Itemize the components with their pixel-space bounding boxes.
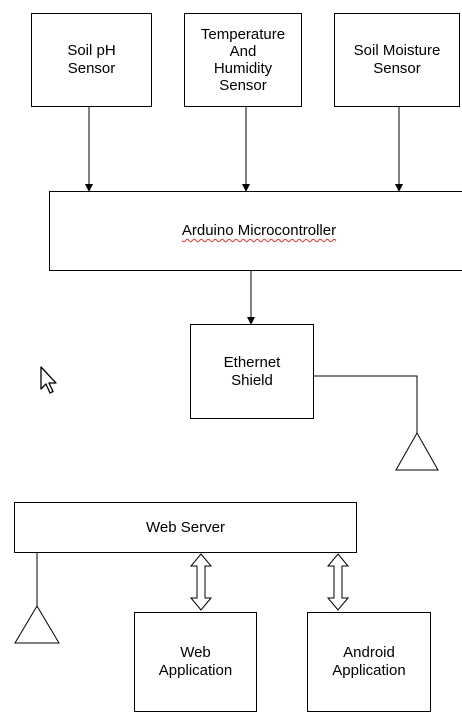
- web-server-box: Web Server: [14, 502, 357, 553]
- soil-moisture-sensor-label: Soil Moisture Sensor: [353, 42, 441, 77]
- double-arrow-server-web-app: [189, 553, 213, 611]
- ethernet-shield-label: Ethernet Shield: [223, 353, 281, 389]
- soil-ph-sensor-label: Soil pH Sensor: [67, 42, 116, 77]
- web-server-label: Web Server: [146, 518, 225, 536]
- ethernet-shield-box: Ethernet Shield: [190, 324, 314, 419]
- double-arrow-server-android-app: [326, 553, 350, 611]
- temp-humidity-sensor-box: Temperature And Humidity Sensor: [184, 13, 302, 107]
- arduino-box: Arduino Microcontroller: [49, 191, 462, 271]
- soil-moisture-sensor-box: Soil Moisture Sensor: [334, 13, 460, 107]
- server-antenna-icon: [14, 605, 60, 644]
- web-application-label: Web Application: [158, 644, 233, 679]
- android-application-label: Android Application: [332, 644, 406, 679]
- ethernet-antenna-icon: [395, 431, 439, 471]
- mouse-pointer-icon: [40, 366, 57, 394]
- arduino-label: Arduino Microcontroller: [181, 222, 337, 239]
- web-application-box: Web Application: [134, 612, 257, 712]
- android-application-box: Android Application: [307, 612, 431, 712]
- ethernet-antenna-wire: [313, 375, 418, 433]
- temp-humidity-sensor-label: Temperature And Humidity Sensor: [200, 26, 286, 94]
- soil-ph-sensor-box: Soil pH Sensor: [31, 13, 152, 107]
